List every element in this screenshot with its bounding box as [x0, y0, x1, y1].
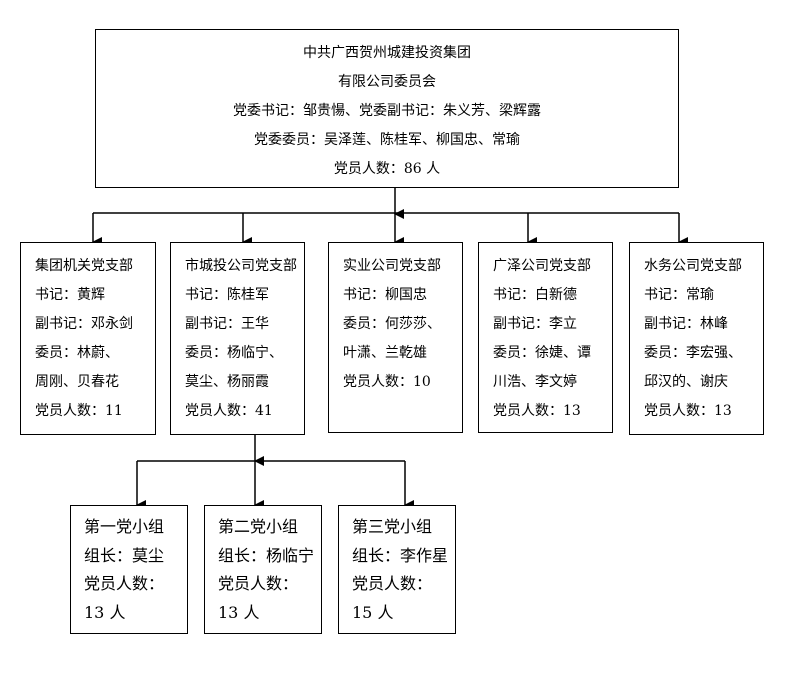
- branch-1-count: 党员人数：11: [35, 403, 123, 419]
- branch-box-3: 实业公司党支部 书记：柳国忠 委员：何莎莎、 叶潇、兰乾雄 党员人数：10: [328, 242, 463, 433]
- branch-5-title: 水务公司党支部: [644, 258, 742, 274]
- branch-4-members: 委员：徐婕、谭: [493, 345, 591, 361]
- committee-secretaries: 党委书记：邹贵愓、党委副书记：朱义芳、梁辉露: [233, 103, 541, 119]
- committee-name-line2: 有限公司委员会: [338, 74, 436, 90]
- group-3-count: 15 人: [352, 603, 394, 622]
- branch-box-4: 广泽公司党支部 书记：白新德 副书记：李立 委员：徐婕、谭 川浩、李文婷 党员人…: [478, 242, 613, 433]
- branch-box-2: 市城投公司党支部 书记：陈桂军 副书记：王华 委员：杨临宁、 莫尘、杨丽霞 党员…: [170, 242, 305, 435]
- branch-4-secretary: 书记：白新德: [493, 287, 577, 303]
- group-1-count: 13 人: [84, 603, 126, 622]
- branch-box-5: 水务公司党支部 书记：常瑜 副书记：林峰 委员：李宏强、 邱汉的、谢庆 党员人数…: [629, 242, 764, 435]
- party-group-box-2: 第二党小组 组长：杨临宁 党员人数： 13 人: [204, 505, 322, 634]
- committee-name-line1: 中共广西贺州城建投资集团: [303, 45, 471, 61]
- branch-2-members: 委员：杨临宁、: [185, 345, 283, 361]
- branch-1-members-cont: 周刚、贝春花: [35, 374, 119, 390]
- group-2-count: 13 人: [218, 603, 260, 622]
- branch-1-title: 集团机关党支部: [35, 258, 133, 274]
- branch-4-members-cont: 川浩、李文婷: [493, 374, 577, 390]
- party-group-box-1: 第一党小组 组长：莫尘 党员人数： 13 人: [70, 505, 188, 634]
- branch-4-title: 广泽公司党支部: [493, 258, 591, 274]
- branch-2-deputy: 副书记：王华: [185, 316, 269, 332]
- branch-3-count: 党员人数：10: [343, 374, 431, 390]
- group-3-count-label: 党员人数：: [352, 574, 433, 593]
- branch-box-1: 集团机关党支部 书记：黄辉 副书记：邓永剑 委员：林蔚、 周刚、贝春花 党员人数…: [20, 242, 156, 435]
- branch-2-members-cont: 莫尘、杨丽霞: [185, 374, 269, 390]
- group-2-leader: 组长：杨临宁: [218, 546, 315, 565]
- group-1-leader: 组长：莫尘: [84, 546, 165, 565]
- branch-5-members: 委员：李宏强、: [644, 345, 742, 361]
- branch-1-deputy: 副书记：邓永剑: [35, 316, 133, 332]
- branch-5-secretary: 书记：常瑜: [644, 287, 714, 303]
- group-3-title: 第三党小组: [352, 517, 433, 536]
- group-1-title: 第一党小组: [84, 517, 165, 536]
- branch-2-title: 市城投公司党支部: [185, 258, 297, 274]
- branch-5-count: 党员人数：13: [644, 403, 732, 419]
- branch-2-count: 党员人数：41: [185, 403, 273, 419]
- branch-3-members-cont: 叶潇、兰乾雄: [343, 345, 427, 361]
- branch-3-secretary: 书记：柳国忠: [343, 287, 427, 303]
- group-2-title: 第二党小组: [218, 517, 299, 536]
- branch-1-secretary: 书记：黄辉: [35, 287, 105, 303]
- branch-4-count: 党员人数：13: [493, 403, 581, 419]
- branch-5-members-cont: 邱汉的、谢庆: [644, 374, 728, 390]
- committee-members: 党委委员：吴泽莲、陈桂军、柳国忠、常瑜: [254, 132, 520, 148]
- group-3-leader: 组长：李作星: [352, 546, 449, 565]
- branch-3-members: 委员：何莎莎、: [343, 316, 441, 332]
- branch-1-members: 委员：林蔚、: [35, 345, 119, 361]
- committee-member-count: 党员人数：86 人: [333, 161, 441, 177]
- group-1-count-label: 党员人数：: [84, 574, 165, 593]
- branch-5-deputy: 副书记：林峰: [644, 316, 728, 332]
- party-group-box-3: 第三党小组 组长：李作星 党员人数： 15 人: [338, 505, 456, 634]
- branch-3-title: 实业公司党支部: [343, 258, 441, 274]
- branch-2-secretary: 书记：陈桂军: [185, 287, 269, 303]
- party-committee-box: 中共广西贺州城建投资集团 有限公司委员会 党委书记：邹贵愓、党委副书记：朱义芳、…: [95, 29, 679, 188]
- group-2-count-label: 党员人数：: [218, 574, 299, 593]
- branch-4-deputy: 副书记：李立: [493, 316, 577, 332]
